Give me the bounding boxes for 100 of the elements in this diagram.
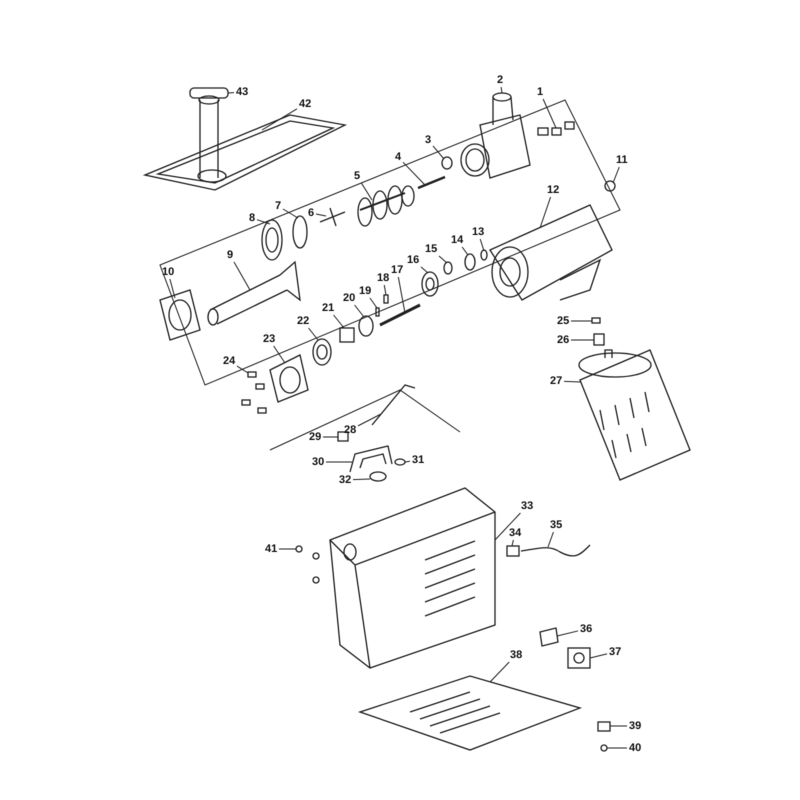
pusher-drawing (189, 87, 229, 179)
callout-number: 39 (628, 720, 642, 732)
callout-number: 23 (262, 333, 276, 345)
pin-drawing (383, 294, 389, 304)
callout-number: 29 (308, 431, 322, 443)
callout-number: 19 (358, 285, 372, 297)
callout-number: 26 (556, 334, 570, 346)
washer-drawing (443, 261, 453, 275)
cover-drawing (269, 354, 309, 403)
knife-drawing (319, 207, 346, 227)
leader-line (556, 630, 578, 636)
housing-drawing (329, 487, 496, 669)
knob-drawing (369, 471, 387, 482)
leader-line (236, 366, 248, 374)
base-plate-drawing (359, 675, 582, 751)
callout-number: 42 (298, 98, 312, 110)
bearing-drawing (464, 253, 476, 271)
leader-line (262, 108, 298, 130)
callout-number: 17 (390, 264, 404, 276)
leader-line (420, 266, 428, 274)
leader-line (278, 548, 296, 550)
leader-line (612, 166, 620, 184)
motor-drawing (578, 349, 691, 481)
callout-number: 14 (450, 234, 464, 246)
leader-line (548, 532, 554, 548)
callout-number: 37 (608, 646, 622, 658)
leader-line (432, 145, 444, 160)
leader-line (256, 219, 270, 224)
washer-drawing (591, 317, 601, 324)
screw-drawing (394, 458, 406, 466)
leader-line (590, 653, 608, 658)
power-cord-drawing (520, 544, 590, 557)
switch-drawing (567, 647, 591, 669)
callout-number: 7 (274, 200, 282, 212)
leader-line (540, 196, 552, 228)
leader-line (542, 98, 556, 128)
callout-number: 13 (471, 226, 486, 238)
leader-line (438, 256, 448, 264)
leader-line (500, 86, 502, 94)
leader-line (404, 460, 410, 462)
callout-number: 21 (321, 302, 336, 314)
leader-line (480, 238, 484, 252)
gearbox-drawing (489, 204, 613, 301)
leader-line (169, 278, 176, 298)
leader-line (402, 162, 426, 186)
callout-number: 41 (264, 543, 278, 555)
leader-line (354, 304, 364, 318)
wrench-drawing (372, 384, 416, 426)
leader-line (234, 262, 250, 290)
callout-number: 27 (549, 375, 564, 387)
plate-drawing (261, 219, 283, 261)
callout-number: 12 (546, 184, 560, 196)
leader-line (282, 208, 298, 218)
screws-drawing (295, 545, 320, 584)
callout-number: 34 (508, 527, 522, 539)
leader-line (398, 276, 406, 314)
callout-number: 38 (509, 649, 524, 661)
callout-number: 4 (394, 151, 402, 163)
leader-line (358, 414, 382, 426)
cable-gland-drawing (506, 545, 520, 557)
leader-line (494, 512, 521, 540)
capacitor-drawing (539, 627, 559, 647)
grinder-head-drawing (460, 92, 531, 179)
gear-drawing (593, 333, 605, 346)
callout-number: 11 (615, 154, 629, 166)
leader-line (273, 346, 286, 364)
leader-line (462, 246, 468, 256)
callout-number: 6 (307, 207, 316, 219)
fitting-drawing (537, 121, 575, 136)
callout-number: 35 (549, 519, 564, 531)
sleeve-drawing (339, 327, 355, 343)
bearing-drawing (358, 315, 374, 337)
ring-drawing (441, 156, 453, 170)
callout-number: 16 (406, 254, 420, 266)
leader-line (570, 320, 592, 322)
callout-number: 3 (424, 134, 432, 146)
callout-number: 1 (536, 86, 544, 98)
bearing-drawing (312, 338, 332, 366)
shaft-drawing (379, 304, 421, 326)
callout-number: 18 (376, 272, 390, 284)
callout-number: 8 (248, 212, 256, 224)
callout-number: 28 (343, 424, 358, 436)
callout-number: 25 (556, 315, 570, 327)
callout-number: 5 (353, 170, 362, 182)
callout-number: 22 (296, 315, 310, 327)
callout-number: 32 (338, 474, 352, 486)
key-drawing (375, 307, 380, 317)
auger-drawing (357, 185, 415, 227)
washer-drawing (480, 249, 488, 261)
ring-nut-drawing (159, 289, 201, 341)
tray-drawing (142, 114, 348, 191)
leader-line (322, 436, 338, 438)
handle-drawing (349, 445, 393, 473)
leader-line (333, 314, 344, 328)
shaft-drawing (418, 176, 446, 190)
plate-drawing (292, 215, 308, 249)
callout-number: 40 (628, 742, 642, 754)
callout-number: 20 (342, 292, 356, 304)
callout-number: 36 (579, 623, 594, 635)
leader-line (384, 284, 386, 296)
